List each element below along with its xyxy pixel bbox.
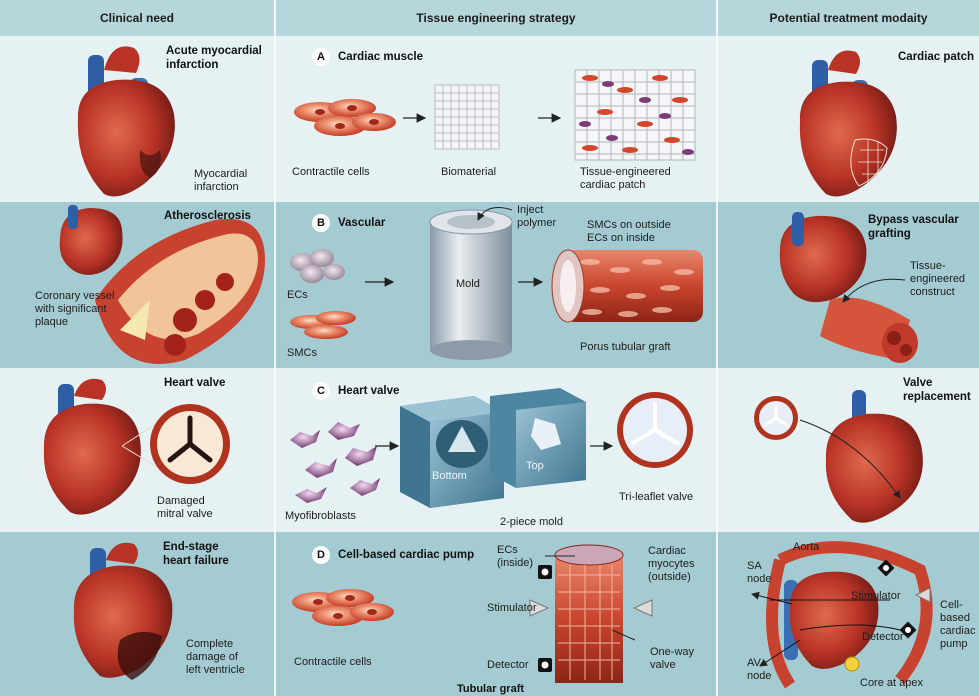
row-d-stimulator-pump-label: Stimulator bbox=[851, 590, 901, 603]
row-a-patch-label: Tissue-engineered cardiac patch bbox=[580, 166, 671, 192]
row-b-mold-label: Mold bbox=[456, 278, 480, 291]
heart-icon-row-c bbox=[44, 379, 162, 515]
row-c-letter-badge: C bbox=[312, 382, 330, 400]
row-c-treatment-title: Valve replacement bbox=[903, 376, 971, 404]
cardiac-pump-heart-icon bbox=[752, 547, 927, 685]
row-a-need-label: Myocardial infarction bbox=[194, 168, 247, 194]
smc-cluster-icon bbox=[290, 311, 356, 339]
row-a-letter-badge: A bbox=[312, 48, 330, 66]
row-b-strategy-title: Vascular bbox=[338, 216, 385, 230]
row-c-strategy-title: Heart valve bbox=[338, 384, 399, 398]
row-d-detector-label: Detector bbox=[487, 659, 529, 672]
row-b-ecs-label: ECs bbox=[287, 289, 308, 302]
row-b-need-title: Atherosclerosis bbox=[164, 209, 251, 223]
ec-cluster-icon bbox=[290, 249, 345, 283]
biomaterial-grid-icon bbox=[435, 85, 499, 149]
row-b-treatment-label: Tissue- engineered construct bbox=[910, 260, 965, 299]
row-d-graft-label: Tubular graft bbox=[457, 682, 524, 696]
valve-replacement-icon bbox=[754, 390, 923, 523]
row-b-layers-label: SMCs on outside ECs on inside bbox=[587, 219, 671, 245]
row-d-sa-node-label: SA node bbox=[747, 560, 771, 586]
cell-cluster-icon-row-d bbox=[292, 589, 394, 626]
row-d-strategy-title: Cell-based cardiac pump bbox=[338, 548, 474, 562]
tri-leaflet-valve-icon bbox=[617, 392, 693, 468]
row-b-inject-label: Inject polymer bbox=[517, 204, 556, 230]
stimulator-icon-right bbox=[634, 600, 652, 616]
row-d-ecs-label: ECs (inside) bbox=[497, 544, 533, 570]
row-a-need-title: Acute myocardial infarction bbox=[166, 44, 262, 72]
heart-icon-row-a bbox=[78, 46, 175, 196]
row-b-need-label: Coronary vessel with significant plaque bbox=[35, 290, 114, 329]
row-b-treatment-title: Bypass vascular grafting bbox=[868, 213, 959, 241]
row-c-mold-label: 2-piece mold bbox=[500, 516, 563, 529]
row-d-detector-pump-label: Detector bbox=[862, 631, 904, 644]
detector-dot bbox=[542, 662, 549, 669]
row-d-need-label: Complete damage of left ventricle bbox=[186, 638, 245, 677]
mold-top-icon bbox=[490, 388, 586, 488]
row-d-myocytes-label: Cardiac myocytes (outside) bbox=[648, 545, 694, 584]
tubular-graft-icon bbox=[552, 250, 703, 322]
row-c-top-label: Top bbox=[526, 460, 544, 473]
failing-heart-icon bbox=[74, 543, 173, 680]
row-a-strategy-title: Cardiac muscle bbox=[338, 50, 423, 64]
sensor-dot-top bbox=[542, 569, 549, 576]
cell-cluster-icon-row-a bbox=[294, 99, 396, 136]
row-d-pump-label: Cell- based cardiac pump bbox=[940, 599, 975, 651]
row-d-apex-label: Core at apex bbox=[860, 677, 923, 690]
row-c-need-label: Damaged mitral valve bbox=[157, 495, 213, 521]
row-a-treatment-title: Cardiac patch bbox=[898, 50, 974, 64]
heart-with-patch-icon bbox=[800, 50, 897, 196]
row-d-aorta-label: Aorta bbox=[793, 541, 819, 554]
row-b-smcs-label: SMCs bbox=[287, 347, 317, 360]
row-b-letter-badge: B bbox=[312, 214, 330, 232]
row-d-av-node-label: AV node bbox=[747, 657, 771, 683]
mold-bottom-icon bbox=[400, 396, 504, 508]
row-a-biomaterial-label: Biomaterial bbox=[441, 166, 496, 179]
row-d-need-title: End-stage heart failure bbox=[163, 540, 229, 568]
row-d-letter-badge: D bbox=[312, 546, 330, 564]
myofibroblast-cluster-icon bbox=[290, 422, 380, 503]
row-d-cells-label: Contractile cells bbox=[294, 656, 372, 669]
vessel-with-plaque-icon bbox=[60, 205, 265, 364]
tubular-graft-pump-icon bbox=[555, 545, 623, 683]
row-c-need-title: Heart valve bbox=[164, 376, 225, 390]
row-a-cells-label: Contractile cells bbox=[292, 166, 370, 179]
row-c-myofibroblasts-label: Myofibroblasts bbox=[285, 510, 356, 523]
mitral-valve-icon bbox=[150, 404, 230, 484]
cardiac-patch-icon bbox=[575, 70, 695, 160]
row-d-stimulator-label: Stimulator bbox=[487, 602, 537, 615]
row-c-bottom-label: Bottom bbox=[432, 470, 467, 483]
row-c-valve-label: Tri-leaflet valve bbox=[619, 491, 693, 504]
row-b-graft-label: Porus tubular graft bbox=[580, 341, 671, 354]
row-d-valve-label: One-way valve bbox=[650, 646, 694, 672]
